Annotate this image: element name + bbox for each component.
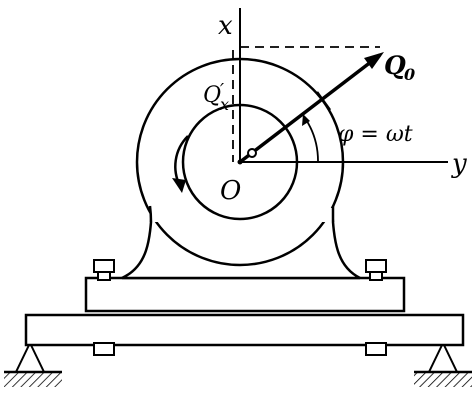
force-component-label: Q ′ x — [203, 80, 229, 114]
x-axis-label: x — [218, 11, 233, 41]
force-component-prime: ′ — [220, 80, 224, 101]
left-bolt — [93, 259, 115, 356]
force-label-q0-sub: 0 — [404, 65, 415, 84]
left-support — [4, 340, 62, 387]
y-axis-label: y — [451, 149, 467, 179]
origin-label: O — [220, 176, 241, 206]
force-label-q0-main: Q — [384, 51, 406, 80]
mounting-plate — [84, 276, 406, 313]
force-component-main: Q — [203, 83, 221, 108]
rotation-center — [247, 148, 257, 158]
force-vector-q0 — [238, 53, 382, 164]
right-bolt — [365, 259, 387, 356]
force-component-sub: x — [220, 95, 229, 114]
force-label-q0: Q 0 — [384, 51, 415, 84]
angle-label: φ = ωt — [338, 122, 413, 147]
base-beam — [24, 313, 465, 347]
force-arrowhead — [364, 52, 384, 69]
right-support — [414, 340, 472, 387]
rotation-arrowhead — [172, 178, 186, 193]
